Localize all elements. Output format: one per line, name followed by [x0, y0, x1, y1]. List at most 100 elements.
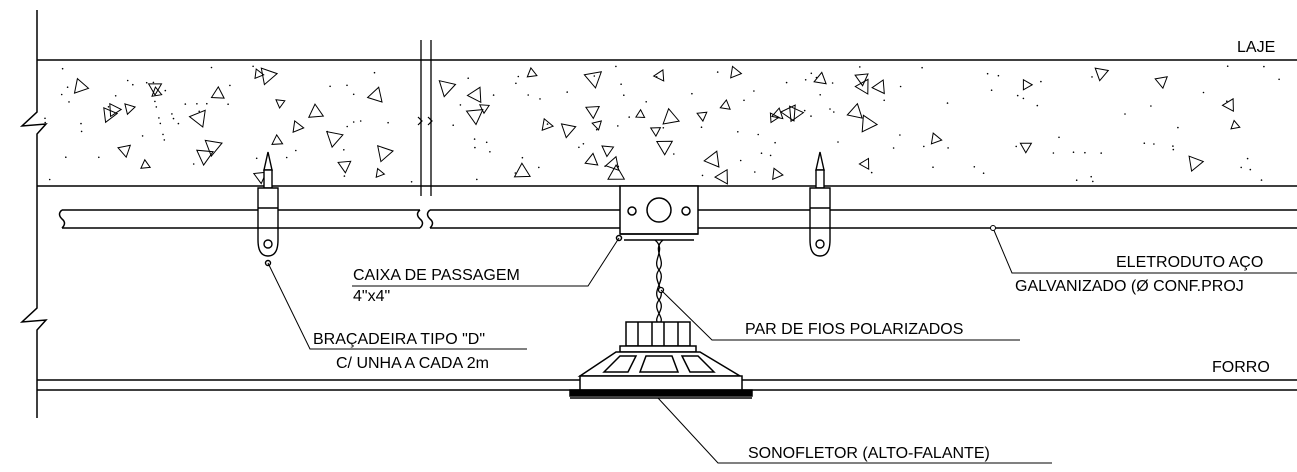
- aggregate-dot: [1263, 65, 1265, 68]
- aggregate-dot: [870, 171, 873, 174]
- aggregate-dot: [701, 174, 704, 177]
- aggregate-triangle: [662, 107, 681, 125]
- aggregate-dot: [1052, 152, 1055, 154]
- aggregate-triangle: [124, 103, 137, 116]
- aggregate-dot: [810, 72, 813, 75]
- aggregate-dot: [60, 93, 63, 96]
- aggregate-dot: [1249, 168, 1252, 171]
- aggregate-triangle: [466, 86, 482, 104]
- aggregate-dot: [899, 85, 902, 88]
- aggregate-triangle: [703, 150, 720, 168]
- aggregate-dot: [892, 147, 895, 149]
- aggregate-dot: [162, 133, 164, 136]
- aggregate-dot: [655, 76, 658, 78]
- aggregate-dot: [539, 98, 541, 100]
- aggregate-dot: [831, 82, 834, 84]
- aggregate-dot: [804, 79, 807, 81]
- aggregate-dot: [819, 94, 821, 96]
- aggregate-dot: [492, 94, 495, 96]
- aggregate-triangle: [188, 109, 206, 128]
- aggregate-dot: [114, 95, 117, 97]
- aggregate-triangle: [478, 104, 491, 115]
- aggregate-dot: [743, 99, 745, 102]
- aggregate-dot: [837, 141, 839, 143]
- aggregate-dot: [1172, 148, 1175, 151]
- aggregate-dot: [155, 106, 158, 108]
- aggregate-triangle: [591, 120, 603, 131]
- aggregate-dot: [346, 84, 348, 87]
- aggregate-dot: [452, 124, 455, 126]
- aggregate-triangle: [195, 149, 215, 167]
- aggregate-dot: [152, 81, 155, 84]
- concrete-aggregate-hatch: [44, 65, 1280, 185]
- conduit-pipe: [58, 209, 1297, 229]
- aggregate-dot: [986, 72, 989, 75]
- aggregate-dot: [485, 141, 488, 144]
- aggregate-dot: [285, 156, 288, 159]
- aggregate-dot: [44, 117, 46, 120]
- aggregate-dot: [595, 128, 598, 131]
- aggregate-dot: [1092, 180, 1094, 183]
- aggregate-dot: [514, 172, 517, 174]
- aggregate-triangle: [260, 67, 279, 86]
- aggregate-triangle: [714, 168, 728, 185]
- aggregate-triangle: [210, 85, 225, 99]
- aggregate-dot: [604, 165, 606, 167]
- aggregate-dot: [1260, 179, 1263, 181]
- aggregate-triangle: [271, 133, 284, 145]
- aggregate-dot: [346, 125, 349, 128]
- aggregate-dot: [474, 146, 476, 149]
- aggregate-triangle: [813, 71, 827, 85]
- aggregate-triangle: [655, 140, 674, 156]
- aggregate-dot: [739, 159, 742, 162]
- aggregate-dot: [489, 151, 491, 153]
- aggregate-dot: [459, 104, 462, 106]
- aggregate-triangle: [140, 158, 152, 169]
- aggregate-dot: [206, 102, 208, 105]
- aggregate-dot: [785, 81, 788, 84]
- aggregate-triangle: [275, 99, 286, 110]
- aggregate-triangle: [73, 77, 90, 94]
- aggregate-triangle: [513, 162, 531, 178]
- aggregate-dot: [1091, 76, 1093, 78]
- aggregate-triangle: [337, 160, 352, 174]
- aggregate-dot: [716, 71, 719, 73]
- aggregate-dot: [757, 133, 759, 136]
- aggregate-dot: [883, 99, 885, 102]
- aggregate-triangle: [604, 155, 620, 171]
- aggregate-triangle: [1154, 76, 1168, 90]
- aggregate-dot: [521, 156, 524, 159]
- aggregate-triangle: [1221, 97, 1234, 113]
- aggregate-dot: [615, 65, 617, 68]
- aggregate-triangle: [770, 107, 784, 120]
- aggregate-triangle: [649, 127, 662, 138]
- aggregate-dot: [1016, 94, 1019, 97]
- aggregate-dot: [66, 86, 69, 88]
- aggregate-dot: [252, 65, 254, 68]
- label-wire-pair: PAR DE FIOS POLARIZADOS: [745, 321, 963, 338]
- left-wall: [19, 10, 48, 418]
- aggregate-dot: [184, 103, 187, 105]
- aggregate-dot: [255, 157, 258, 160]
- aggregate-dot: [1226, 65, 1229, 67]
- aggregate-dot: [80, 130, 83, 133]
- aggregate-dot: [923, 145, 925, 148]
- aggregate-dot: [673, 153, 675, 155]
- aggregate-dot: [68, 101, 70, 103]
- aggregate-dot: [329, 85, 331, 88]
- aggregate-dot: [691, 92, 693, 95]
- aggregate-dot: [760, 152, 763, 154]
- aggregate-dot: [1036, 104, 1039, 107]
- aggregate-triangle: [307, 103, 325, 118]
- aggregate-dot: [229, 84, 231, 87]
- aggregate-dot: [645, 101, 647, 103]
- aggregate-dot: [196, 103, 198, 105]
- aggregate-dot: [515, 82, 517, 85]
- aggregate-triangle: [607, 163, 626, 180]
- aggregate-triangle: [854, 73, 869, 87]
- aggregate-dot: [1100, 152, 1102, 154]
- aggregate-triangle: [147, 83, 163, 96]
- aggregate-triangle: [1230, 119, 1241, 130]
- aggregate-dot: [628, 116, 630, 118]
- aggregate-dot: [343, 175, 346, 177]
